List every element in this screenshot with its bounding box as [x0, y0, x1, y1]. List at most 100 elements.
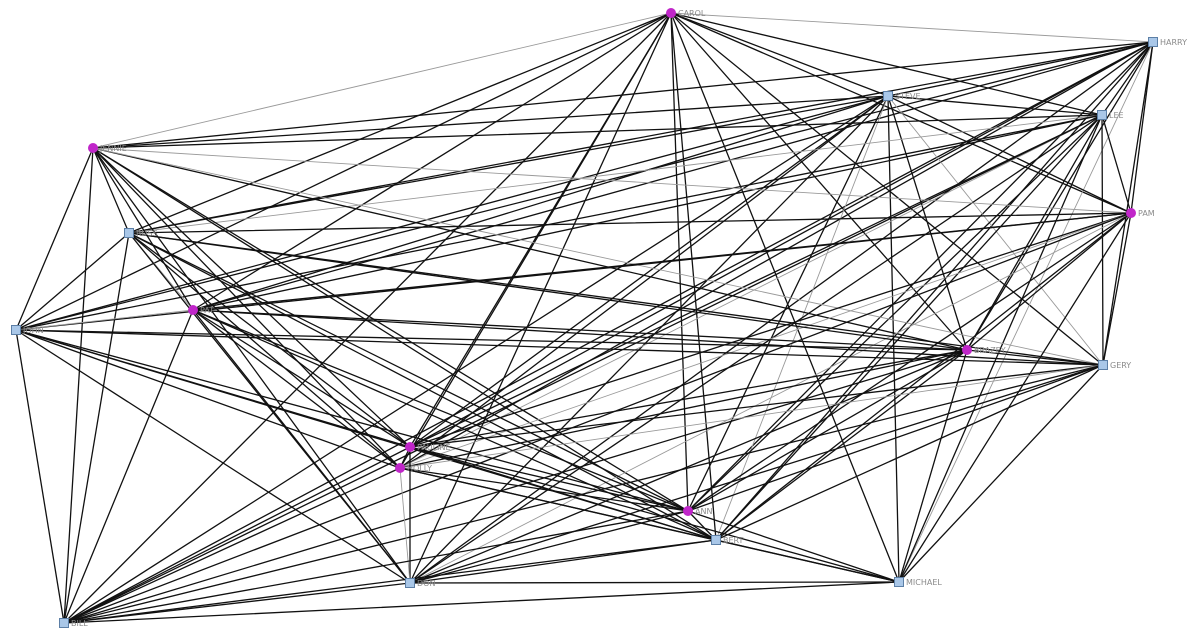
- edge-lee-don: [409, 114, 1103, 584]
- edge-carol-harry: [670, 12, 1154, 43]
- edge-carol-brazey: [670, 12, 968, 351]
- edge-carol-michael: [670, 12, 900, 583]
- female-node-marker: [88, 143, 98, 153]
- node-label-jennie: JENNIE: [99, 144, 127, 153]
- node-pat: PAT: [188, 305, 214, 315]
- edge-carol-gery: [670, 12, 1104, 366]
- edge-pam-bill: [63, 212, 1132, 624]
- nodes-layer: CAROLHARRYSTEVELEEJENNIEPAMRUSSPATJOHNBR…: [11, 8, 1187, 628]
- edge-pat-ann: [192, 309, 689, 512]
- edge-steve-john: [15, 95, 889, 331]
- edge-steve-pauline: [409, 95, 889, 448]
- edge-harry-don: [409, 41, 1154, 584]
- edge-holly-don: [399, 467, 411, 584]
- edge-pam-bert: [715, 212, 1132, 541]
- female-node-marker: [405, 442, 415, 452]
- edge-russ-pauline: [128, 232, 411, 448]
- edge-ann-don: [409, 510, 689, 584]
- node-label-carol: CAROL: [678, 9, 706, 18]
- node-label-pat: PAT: [200, 306, 214, 315]
- edge-gery-bill: [63, 364, 1104, 624]
- edge-jennie-don: [92, 147, 411, 584]
- edge-carol-jennie: [92, 12, 672, 149]
- node-label-pam: PAM: [1138, 209, 1155, 218]
- male-node-marker: [711, 535, 721, 545]
- edge-lee-jennie: [92, 114, 1103, 149]
- edge-brazey-michael: [898, 349, 968, 583]
- edge-steve-bill: [63, 95, 889, 624]
- edge-harry-michael: [898, 41, 1154, 583]
- node-carol: CAROL: [666, 8, 706, 18]
- edge-pam-russ: [128, 212, 1132, 234]
- edge-lee-holly: [399, 114, 1103, 469]
- edge-pauline-michael: [409, 446, 900, 583]
- edge-carol-lee: [670, 12, 1103, 116]
- edge-jennie-holly: [92, 147, 401, 469]
- female-node-marker: [683, 506, 693, 516]
- edge-gery-michael: [898, 364, 1104, 583]
- edge-harry-brazey: [966, 41, 1154, 351]
- edge-carol-russ: [128, 12, 672, 234]
- edge-russ-bert: [128, 232, 717, 541]
- edge-bert-bill: [63, 539, 717, 624]
- female-node-marker: [666, 8, 676, 18]
- edge-brazey-gery: [966, 349, 1104, 366]
- node-jennie: JENNIE: [88, 143, 127, 153]
- node-pam: PAM: [1126, 208, 1155, 218]
- male-node-marker: [1097, 110, 1107, 120]
- female-node-marker: [1126, 208, 1136, 218]
- edge-jennie-brazey: [92, 147, 968, 351]
- edge-russ-holly: [128, 232, 401, 469]
- male-node-marker: [894, 577, 904, 587]
- edge-harry-jennie: [92, 41, 1154, 149]
- edge-russ-ann: [128, 232, 689, 512]
- edge-john-gery: [15, 329, 1104, 366]
- node-pauline: PAULINE: [405, 442, 451, 452]
- male-node-marker: [405, 578, 415, 588]
- node-label-steve: STEVE: [895, 92, 921, 101]
- edge-harry-pat: [192, 41, 1154, 311]
- edge-pat-john: [15, 309, 194, 331]
- node-brazey: BRAZEY: [962, 345, 1006, 355]
- node-michael: MICHAEL: [894, 577, 942, 587]
- male-node-marker: [1148, 37, 1158, 47]
- edge-ann-bill: [63, 510, 689, 624]
- edge-john-don: [15, 329, 411, 584]
- edge-pat-pauline: [192, 309, 411, 448]
- edges-layer: [15, 12, 1154, 624]
- edge-steve-ann: [687, 95, 889, 512]
- edge-carol-bill: [63, 12, 672, 624]
- node-label-john: JOHN: [22, 326, 44, 335]
- node-bill: BILL: [59, 618, 88, 628]
- edge-steve-pat: [192, 95, 889, 311]
- edge-steve-russ: [128, 95, 889, 234]
- edge-gery-pauline: [409, 364, 1104, 448]
- node-ann: ANN: [683, 506, 712, 516]
- male-node-marker: [59, 618, 69, 628]
- edge-steve-jennie: [92, 95, 889, 149]
- edge-pat-bill: [63, 309, 194, 624]
- edge-bert-don: [409, 539, 717, 584]
- female-node-marker: [962, 345, 972, 355]
- edge-jennie-russ: [92, 147, 130, 234]
- node-label-bert: BERT: [723, 536, 744, 545]
- edge-carol-ann: [670, 12, 689, 512]
- edge-lee-john: [15, 114, 1103, 331]
- node-label-gery: GERY: [1110, 361, 1131, 370]
- female-node-marker: [188, 305, 198, 315]
- male-node-marker: [124, 228, 134, 238]
- edge-steve-michael: [887, 95, 900, 583]
- edge-pat-holly: [192, 309, 401, 469]
- node-gery: GERY: [1098, 360, 1131, 370]
- node-holly: HOLLY: [395, 463, 432, 473]
- edge-ann-michael: [687, 510, 900, 583]
- node-label-pauline: PAULINE: [417, 443, 451, 452]
- edge-lee-pat: [192, 114, 1103, 311]
- edge-jennie-pat: [92, 147, 194, 311]
- edge-steve-don: [409, 95, 889, 584]
- node-label-ann: ANN: [695, 507, 712, 516]
- edge-pam-brazey: [966, 212, 1132, 351]
- edge-jennie-bill: [63, 147, 94, 624]
- edge-pat-gery: [192, 309, 1104, 366]
